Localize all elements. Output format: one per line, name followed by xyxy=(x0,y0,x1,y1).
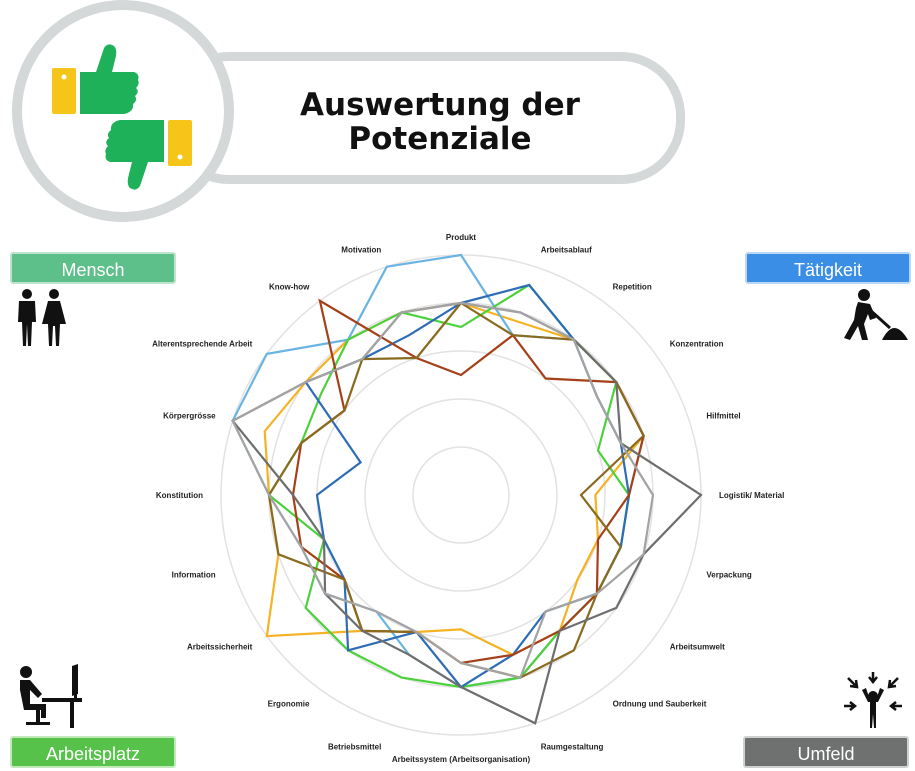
axis-label: Arbeitssystem (Arbeitsorganisation) xyxy=(392,755,531,764)
axis-label: Raumgestaltung xyxy=(541,742,604,751)
axis-label: Betriebsmittel xyxy=(328,742,381,751)
construction-worker-icon xyxy=(842,288,910,347)
header-banner xyxy=(165,52,685,184)
axis-label: Körpergrösse xyxy=(163,411,216,420)
axis-label: Arbeitsumwelt xyxy=(670,643,725,652)
axis-label: Produkt xyxy=(446,233,477,242)
computer-workstation-icon xyxy=(12,660,84,735)
axis-label: Ergonomie xyxy=(268,700,310,709)
person-arrows-icon xyxy=(842,672,904,737)
grid-ring xyxy=(412,446,510,544)
axis-label: Ordnung und Sauberkeit xyxy=(613,700,707,709)
axis-label: Repetition xyxy=(613,282,652,291)
title-line-2: Potenziale xyxy=(348,121,532,157)
axis-label: Hilfmittel xyxy=(706,411,740,420)
axis-label: Konstitution xyxy=(156,491,203,500)
category-mensch: Mensch xyxy=(10,252,176,284)
axis-label: Konzentration xyxy=(670,339,724,348)
title-line-1: Auswertung der xyxy=(300,87,580,123)
series-line-1 xyxy=(263,301,645,657)
grid-ring xyxy=(316,350,606,640)
page-title: Auswertung der Potenziale xyxy=(275,88,605,156)
grid-ring xyxy=(364,398,558,592)
category-taetigkeit: Tätigkeit xyxy=(745,252,911,284)
series-line-7 xyxy=(231,301,703,725)
axis-label: Motivation xyxy=(341,246,381,255)
axis-label: Arbeitssicherheit xyxy=(187,643,253,652)
series-line-8 xyxy=(231,301,655,679)
axis-label: Alterentsprechende Arbeit xyxy=(152,339,253,348)
axis-label: Logistik/ Material xyxy=(719,491,784,500)
axis-label: Arbeitsablauf xyxy=(541,246,592,255)
axis-label: Information xyxy=(172,571,216,580)
man-woman-icon xyxy=(14,288,70,353)
axis-label: Verpackung xyxy=(706,571,751,580)
thumbs-up-down-icon xyxy=(52,42,192,192)
category-umfeld: Umfeld xyxy=(743,736,909,768)
axis-label: Know-how xyxy=(269,282,310,291)
category-arbeitsplatz: Arbeitsplatz xyxy=(10,736,176,768)
